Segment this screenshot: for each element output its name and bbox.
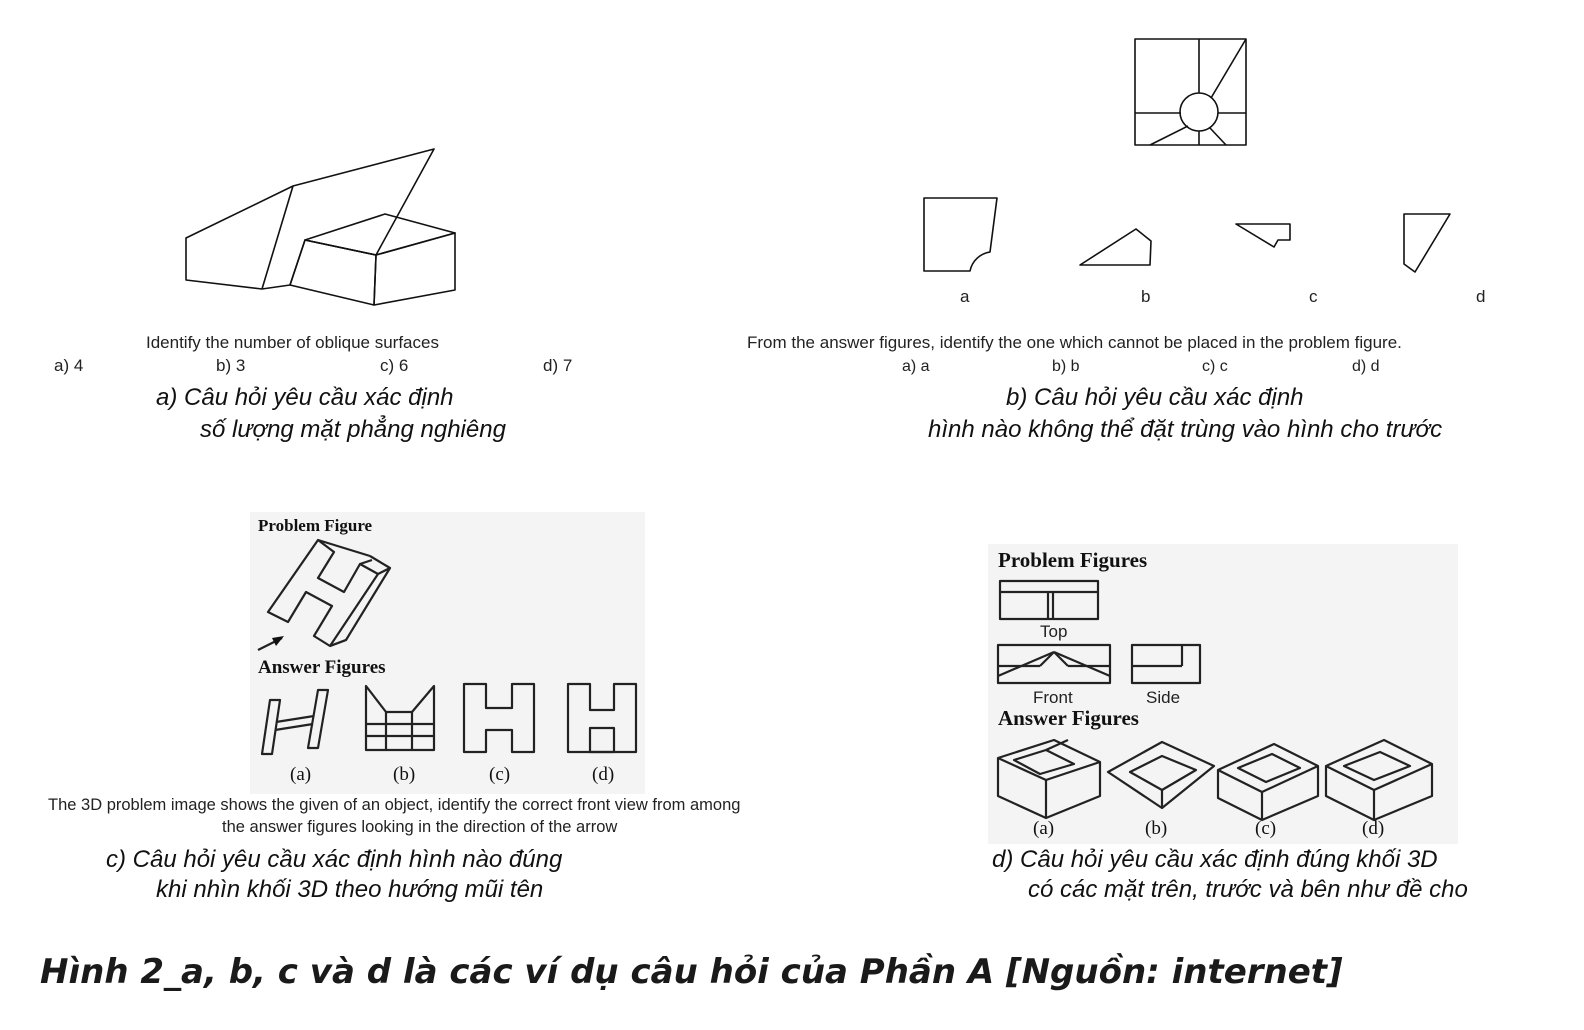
panel-c-problem-h-block-figure bbox=[257, 538, 392, 651]
panel-c-answer-label-a: (a) bbox=[290, 764, 312, 785]
panel-d-view-side-label: Side bbox=[1146, 688, 1181, 707]
panel-b-option-a[interactable]: a) a bbox=[902, 358, 930, 375]
panel-c-question-line1: The 3D problem image shows the given of … bbox=[48, 796, 741, 814]
panel-d-answer-label-b: (b) bbox=[1145, 818, 1168, 839]
panel-b-answer-label-d: d bbox=[1476, 287, 1486, 306]
panel-b-answer-figure-a bbox=[923, 197, 998, 272]
panel-b-option-b[interactable]: b) b bbox=[1052, 358, 1080, 375]
panel-d-answer-figure-c bbox=[1216, 742, 1320, 822]
panel-d-answer-heading: Answer Figures bbox=[998, 706, 1139, 730]
panel-d-view-front-label: Front bbox=[1033, 688, 1073, 707]
panel-c-answer-label-b: (b) bbox=[393, 764, 416, 785]
panel-a-caption-line1: a) Câu hỏi yêu cầu xác định bbox=[156, 384, 454, 411]
panel-c-caption-line2: khi nhìn khối 3D theo hướng mũi tên bbox=[156, 876, 544, 903]
panel-a-option-c[interactable]: c) 6 bbox=[380, 356, 409, 375]
panel-c-problem-heading: Problem Figure bbox=[258, 516, 373, 535]
panel-b-answer-label-c: c bbox=[1309, 287, 1318, 306]
panel-a-option-a[interactable]: a) 4 bbox=[54, 356, 84, 375]
panel-d-problem-heading: Problem Figures bbox=[998, 548, 1148, 572]
panel-b-answer-figure-d bbox=[1403, 213, 1451, 273]
panel-d-answer-label-a: (a) bbox=[1033, 818, 1055, 839]
panel-a-question: Identify the number of oblique surfaces bbox=[146, 333, 439, 352]
panel-b-answer-figure-b bbox=[1079, 228, 1152, 266]
panel-b-problem-figure bbox=[1134, 38, 1247, 146]
panel-c-answer-label-d: (d) bbox=[592, 764, 615, 785]
panel-c-answer-label-c: (c) bbox=[489, 764, 511, 785]
panel-c-answer-figure-d bbox=[566, 682, 638, 754]
panel-c-answer-figure-a bbox=[260, 688, 330, 756]
panel-c-question-line2: the answer figures looking in the direct… bbox=[222, 818, 618, 836]
panel-d-front-view bbox=[996, 643, 1112, 685]
panel-c-answer-heading: Answer Figures bbox=[258, 657, 386, 678]
panel-c-caption-line1: c) Câu hỏi yêu cầu xác định hình nào đún… bbox=[106, 846, 563, 873]
panel-b-question: From the answer figures, identify the on… bbox=[747, 333, 1402, 352]
panel-a-oblique-solid-figure bbox=[185, 148, 456, 306]
panel-b-answer-label-a: a bbox=[960, 287, 970, 306]
panel-d-scanned-background bbox=[988, 544, 1458, 844]
panel-d-answer-figure-d bbox=[1324, 738, 1434, 822]
panel-b-answer-label-b: b bbox=[1141, 287, 1151, 306]
panel-b-caption-line2: hình nào không thể đặt trùng vào hình ch… bbox=[928, 416, 1443, 443]
panel-d-caption-line2: có các mặt trên, trước và bên như đề cho bbox=[1028, 876, 1468, 903]
figure-caption: Hình 2_a, b, c và d là các ví dụ câu hỏi… bbox=[40, 952, 1343, 992]
panel-b-answer-figure-c bbox=[1235, 223, 1291, 248]
panel-d-answer-label-c: (c) bbox=[1255, 818, 1277, 839]
panel-a-option-d[interactable]: d) 7 bbox=[543, 356, 573, 375]
panel-d-top-view bbox=[998, 579, 1100, 621]
panel-d-view-top-label: Top bbox=[1040, 622, 1068, 641]
panel-a-option-b[interactable]: b) 3 bbox=[216, 356, 246, 375]
panel-d-answer-figure-b bbox=[1106, 740, 1216, 810]
panel-b-caption-line1: b) Câu hỏi yêu cầu xác định bbox=[1006, 384, 1304, 411]
panel-d-answer-figure-a bbox=[996, 738, 1102, 820]
panel-d-side-view bbox=[1130, 643, 1202, 685]
panel-a-caption-line2: số lượng mặt phẳng nghiêng bbox=[200, 416, 506, 443]
panel-b-option-c[interactable]: c) c bbox=[1202, 358, 1228, 375]
panel-b-option-d[interactable]: d) d bbox=[1352, 358, 1380, 375]
panel-c-answer-figure-b bbox=[364, 684, 436, 752]
panel-c-answer-figure-c bbox=[462, 682, 536, 754]
panel-d-answer-label-d: (d) bbox=[1362, 818, 1385, 839]
panel-d-caption-line1: d) Câu hỏi yêu cầu xác định đúng khối 3D bbox=[992, 846, 1438, 873]
